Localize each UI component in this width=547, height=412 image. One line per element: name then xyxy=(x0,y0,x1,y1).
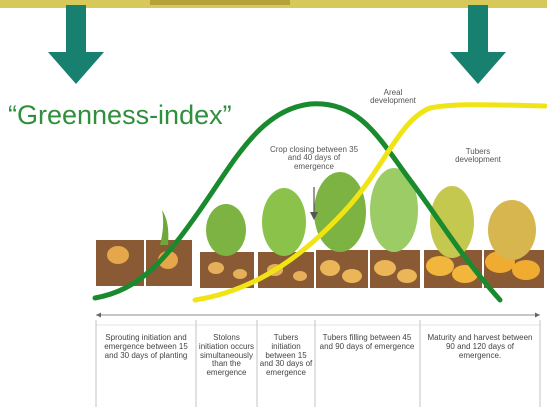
top-strip-shade xyxy=(150,0,290,5)
stage-maturity: Maturity and harvest between 90 and 120 … xyxy=(427,333,533,360)
tuber-curve xyxy=(192,102,547,303)
greenness-index-title: “Greenness-index” xyxy=(8,100,232,130)
crop-closing-pointer xyxy=(310,187,318,220)
crop-closing-label: Crop closing between 35 and 40 days of e… xyxy=(269,145,359,171)
down-arrow-icon xyxy=(450,5,506,84)
down-arrow-icon xyxy=(48,5,104,84)
greenness-curve xyxy=(92,101,503,303)
stage-tuber-initiation: Tubers initiation between 15 and 30 days… xyxy=(259,333,313,378)
stage-sprouting: Sprouting initiation and emergence betwe… xyxy=(104,333,188,360)
plant-illustrations xyxy=(96,168,544,288)
areal-development-label: Areal development xyxy=(370,88,416,106)
timeline xyxy=(95,312,541,407)
stage-tuber-filling: Tubers filling between 45 and 90 days of… xyxy=(319,333,415,351)
stage-stolons: Stolons initiation occurs simultaneously… xyxy=(198,333,255,378)
tubers-development-label: Tubers development xyxy=(455,147,501,165)
